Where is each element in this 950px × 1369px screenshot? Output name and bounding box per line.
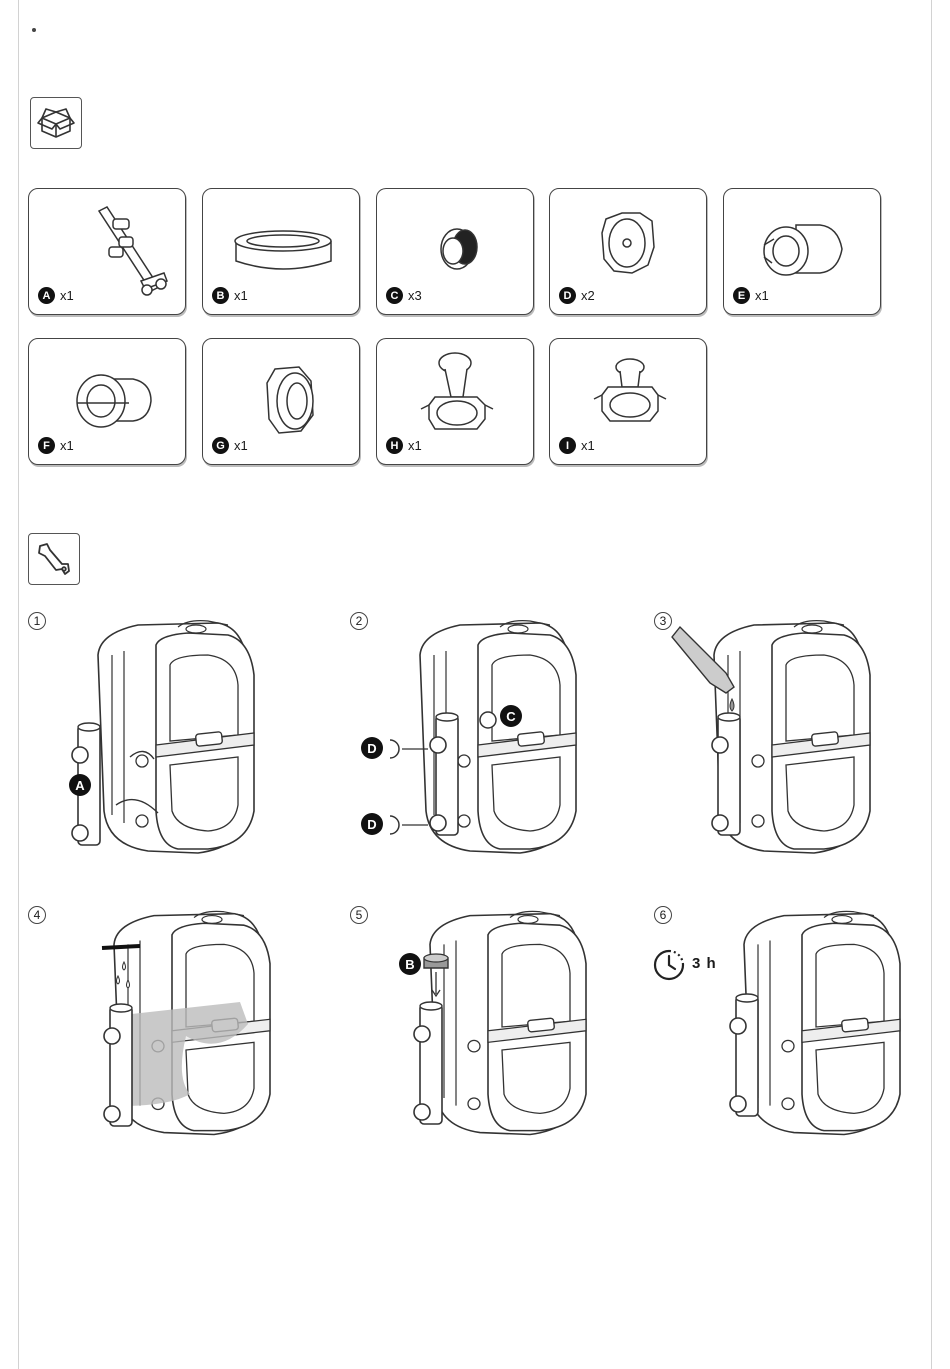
right-margin-line	[931, 0, 932, 1369]
part-qty: x1	[234, 438, 248, 453]
part-tag-d: D	[361, 737, 383, 759]
box-icon	[30, 97, 82, 149]
wrench-icon	[28, 533, 80, 585]
step-number: 6	[654, 906, 672, 924]
part-letter: D	[559, 287, 576, 304]
step-2-illustration	[390, 615, 590, 860]
bullet-dot	[32, 28, 36, 32]
part-qty: x2	[581, 288, 595, 303]
part-qty: x1	[755, 288, 769, 303]
part-tag-a: A	[69, 774, 91, 796]
part-tag-d: D	[361, 813, 383, 835]
part-tag-b: B	[399, 953, 421, 975]
part-letter: C	[386, 287, 403, 304]
part-qty: x1	[408, 438, 422, 453]
part-letter: G	[212, 437, 229, 454]
step-1-illustration	[68, 615, 268, 860]
part-letter: I	[559, 437, 576, 454]
part-letter: B	[212, 287, 229, 304]
left-margin-line	[18, 0, 19, 1369]
part-qty: x1	[234, 288, 248, 303]
part-letter: F	[38, 437, 55, 454]
part-letter: H	[386, 437, 403, 454]
part-letter: A	[38, 287, 55, 304]
part-qty: x1	[60, 438, 74, 453]
part-qty: x1	[60, 288, 74, 303]
step-number: 5	[350, 906, 368, 924]
clock-icon	[652, 948, 686, 982]
step-3-illustration	[670, 615, 880, 860]
step-number: 4	[28, 906, 46, 924]
part-qty: x1	[581, 438, 595, 453]
step-6-illustration	[710, 906, 910, 1136]
step-4-illustration	[80, 906, 280, 1136]
step-number: 1	[28, 612, 46, 630]
step-5-illustration	[396, 906, 596, 1136]
part-letter: E	[733, 287, 750, 304]
step-number: 2	[350, 612, 368, 630]
part-tag-c: C	[500, 705, 522, 727]
part-qty: x3	[408, 288, 422, 303]
